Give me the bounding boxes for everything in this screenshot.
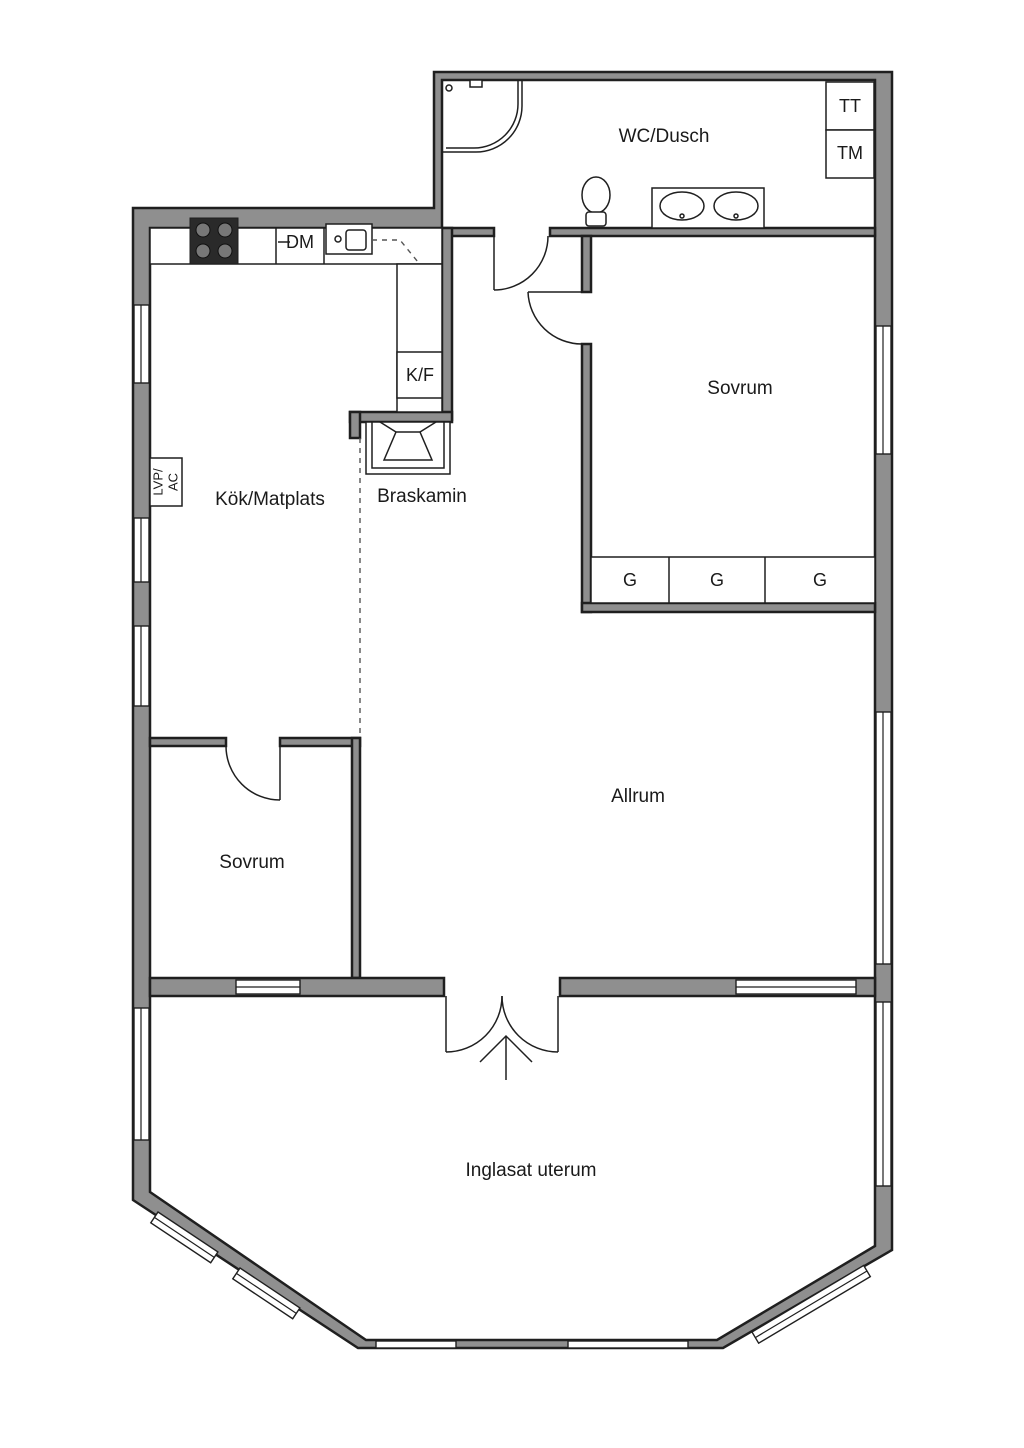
wardrobes: G G G [590, 556, 876, 604]
wall-segment [580, 601, 877, 614]
room-label-sovrum-large: Sovrum [707, 378, 772, 399]
door-swing [493, 235, 549, 291]
door-swing [501, 995, 559, 1053]
door-swing [527, 291, 583, 345]
bathroom-fixtures: TT TM [442, 79, 875, 229]
walls [131, 70, 894, 1350]
sink-basin-icon [659, 191, 705, 221]
wall-segment [440, 226, 454, 422]
room-label-kok-matplats: Kök/Matplats [215, 489, 325, 510]
room-label-braskamin: Braskamin [377, 486, 467, 507]
tm-cabinet [825, 129, 875, 179]
wardrobe-row [590, 556, 876, 604]
room-label-wc-dusch: WC/Dusch [619, 126, 710, 147]
fridge-freezer [396, 351, 443, 399]
shower-head-icon [469, 79, 483, 88]
wall-segment [350, 736, 362, 980]
wall-segment [278, 736, 362, 748]
toilet-bowl-icon [581, 176, 611, 214]
lvp-ac-unit [149, 457, 183, 507]
shower-enclosure [442, 80, 523, 153]
fireplace-icon [365, 421, 451, 475]
wall-segment [348, 410, 362, 440]
sink-basin-icon [345, 229, 367, 251]
wardrobe-label-2: G [710, 570, 724, 590]
lvp-label: LVP/ [150, 468, 165, 496]
sink-basin-icon [713, 191, 759, 221]
wall-segment [148, 736, 228, 748]
toilet-tank-icon [585, 211, 607, 227]
tm-label: TM [837, 143, 863, 163]
room-label-sovrum-small: Sovrum [219, 852, 284, 873]
wall-segment [580, 342, 593, 614]
burner-icon [195, 243, 211, 259]
room-label-allrum: Allrum [611, 786, 665, 807]
shower-glass [446, 80, 519, 149]
burner-icon [195, 222, 211, 238]
room-label-inglasat-uterum: Inglasat uterum [466, 1160, 597, 1181]
burner-icon [217, 222, 233, 238]
wardrobe-label-1: G [623, 570, 637, 590]
wardrobe-label-3: G [813, 570, 827, 590]
entrance-arrowhead-icon [479, 1034, 533, 1063]
stove-icon [189, 217, 239, 265]
fireplace-base [371, 421, 445, 469]
ac-label: AC [165, 473, 180, 491]
shower-drain-icon [445, 84, 453, 92]
doors [225, 235, 583, 1080]
window [375, 1340, 457, 1349]
kf-label: K/F [406, 365, 434, 385]
kitchen-fixtures: DM K/F LVP/ AC [149, 217, 443, 738]
dm-label: DM [286, 232, 314, 252]
faucet-icon [679, 213, 685, 219]
wall-segment [548, 226, 877, 238]
door-swing [225, 745, 281, 801]
faucet-icon [334, 235, 342, 243]
faucet-icon [733, 213, 739, 219]
room-labels: WC/Dusch Sovrum Kök/Matplats Braskamin A… [215, 126, 773, 1181]
windows [133, 304, 892, 1349]
burner-icon [217, 243, 233, 259]
window [567, 1340, 689, 1349]
tt-label: TT [839, 96, 861, 116]
wall-segment [348, 410, 454, 424]
wall-segment [580, 234, 593, 294]
door-swing [445, 995, 503, 1053]
